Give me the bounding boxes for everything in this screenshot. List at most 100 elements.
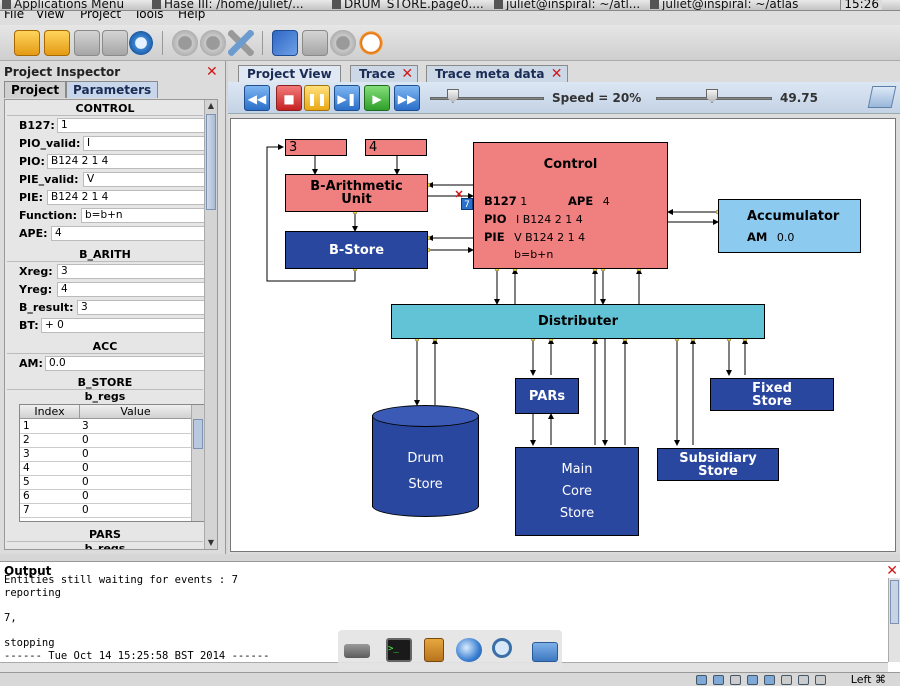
globe-icon[interactable] (456, 638, 482, 662)
close-icon[interactable]: ✕ (401, 66, 414, 82)
param-value[interactable]: 1 (57, 118, 205, 133)
param-value[interactable]: I (83, 136, 205, 151)
close-icon[interactable]: ✕ (206, 64, 218, 80)
search-icon[interactable] (492, 638, 512, 658)
keyboard-layout[interactable]: Left ⌘ (850, 673, 886, 686)
refresh-icon[interactable] (128, 30, 154, 56)
close-icon[interactable]: ✕ (550, 66, 563, 82)
fit-view-icon[interactable] (867, 86, 897, 108)
pars-block[interactable]: PARs (515, 378, 579, 414)
col-value[interactable]: Value (80, 405, 192, 419)
project-canvas[interactable]: 3 4 B-Arithmetic Unit B-Store Control B1… (230, 118, 896, 552)
network-icon[interactable] (696, 675, 707, 685)
register-box-x[interactable]: 3 (285, 139, 347, 156)
clipboard-icon[interactable] (781, 675, 792, 685)
param-value[interactable]: 3 (77, 300, 205, 315)
b-store-block[interactable]: B-Store (285, 231, 428, 269)
tab-trace[interactable]: Trace✕ (350, 65, 419, 82)
gears-icon[interactable] (200, 30, 226, 56)
tools-icon[interactable] (228, 30, 254, 56)
task-terminal-1[interactable]: juliet@inspiral: ~/atl... (494, 0, 640, 10)
menu-file[interactable]: File (4, 11, 25, 21)
play-icon[interactable]: ▶ (364, 85, 390, 111)
rewind-icon[interactable]: ◀◀ (244, 85, 270, 111)
speed-slider-knob[interactable] (446, 89, 459, 103)
param-value[interactable]: b=b+n (81, 208, 205, 223)
param-value[interactable]: 4 (51, 226, 205, 241)
build-icon[interactable] (302, 30, 328, 56)
update-icon[interactable] (713, 675, 724, 685)
clock-icon[interactable] (358, 30, 384, 56)
zoom-slider-knob[interactable] (706, 89, 718, 103)
accumulator-block[interactable]: Accumulator AM 0.0 (718, 199, 861, 253)
clock[interactable]: 15:26 (840, 0, 882, 10)
param-value[interactable]: + 0 (41, 318, 205, 333)
param-value[interactable]: B124 2 1 4 (47, 190, 205, 205)
scroll-down-icon[interactable]: ▼ (207, 538, 215, 547)
display-icon[interactable] (747, 675, 758, 685)
scroll-thumb[interactable] (206, 114, 216, 210)
scroll-up-icon[interactable]: ▲ (207, 101, 215, 110)
control-block[interactable]: Control B127 1 APE 4 PIO I B124 2 1 4 PI… (473, 142, 668, 269)
tab-project-view[interactable]: Project View (238, 65, 341, 82)
output-scrollbar[interactable] (888, 578, 900, 662)
fast-forward-icon[interactable]: ▶▶ (394, 85, 420, 111)
task-terminal-2[interactable]: juliet@inspiral: ~/atlas (650, 0, 798, 10)
wizard-icon[interactable] (330, 30, 356, 56)
pause-icon[interactable]: ❚❚ (304, 85, 330, 111)
tab-parameters[interactable]: Parameters (66, 81, 159, 98)
distributer-block[interactable]: Distributer (391, 304, 765, 339)
drum-store-block[interactable]: Drum Store (372, 405, 479, 517)
folder-icon[interactable] (44, 30, 70, 56)
main-core-store-block[interactable]: Main Core Store (515, 447, 639, 536)
volume-icon[interactable] (815, 675, 826, 685)
tab-trace-meta[interactable]: Trace meta data✕ (426, 65, 568, 82)
table-scrollbar[interactable] (191, 405, 204, 521)
event-marker[interactable]: 7 (461, 198, 473, 210)
step-icon[interactable]: ▶❚ (334, 85, 360, 111)
param-value[interactable]: 4 (57, 282, 205, 297)
pin-icon[interactable] (272, 30, 298, 56)
keyboard-icon[interactable] (730, 675, 741, 685)
open-folder-icon[interactable] (14, 30, 40, 56)
param-value[interactable]: B124 2 1 4 (47, 154, 205, 169)
output-console[interactable]: Entities still waiting for events : 7 re… (4, 574, 270, 660)
tab-project[interactable]: Project (4, 81, 67, 98)
parameters-panel[interactable]: CONTROL B127:1 PIO_valid:I PIO:B124 2 1 … (4, 99, 218, 550)
register-box-y[interactable]: 4 (365, 139, 427, 156)
drive-icon[interactable] (344, 644, 370, 658)
gear-icon[interactable] (172, 30, 198, 56)
inspector-scrollbar[interactable]: ▲▼ (204, 100, 217, 549)
notes-icon[interactable] (424, 638, 444, 662)
menu-help[interactable]: Help (178, 11, 206, 21)
battery-icon[interactable] (798, 675, 809, 685)
applications-menu[interactable]: Applications Menu (2, 0, 124, 10)
window-icon[interactable] (764, 675, 775, 685)
menu-tools[interactable]: Tools (134, 11, 164, 21)
folder-icon[interactable] (532, 642, 558, 662)
save-icon[interactable] (74, 30, 100, 56)
menu-project[interactable]: Project (80, 11, 122, 21)
close-icon[interactable]: ✕ (886, 563, 898, 579)
fixed-store-block[interactable]: Fixed Store (710, 378, 834, 411)
subsidiary-store-block[interactable]: Subsidiary Store (657, 448, 779, 481)
param-value[interactable]: 0.0 (45, 356, 205, 371)
param-value[interactable]: 3 (57, 264, 205, 279)
task-hase[interactable]: Hase III: /home/juliet/... (152, 0, 304, 10)
param-value[interactable]: V (83, 172, 205, 187)
b-arithmetic-unit[interactable]: B-Arithmetic Unit (285, 174, 428, 212)
speed-slider[interactable] (430, 97, 544, 100)
task-drum-store[interactable]: DRUM_STORE.page0.... (332, 0, 484, 10)
col-index[interactable]: Index (20, 405, 80, 419)
terminal-icon[interactable]: >_ (386, 638, 412, 662)
menu-view[interactable]: View (36, 11, 65, 21)
stop-icon[interactable]: ■ (276, 85, 302, 111)
